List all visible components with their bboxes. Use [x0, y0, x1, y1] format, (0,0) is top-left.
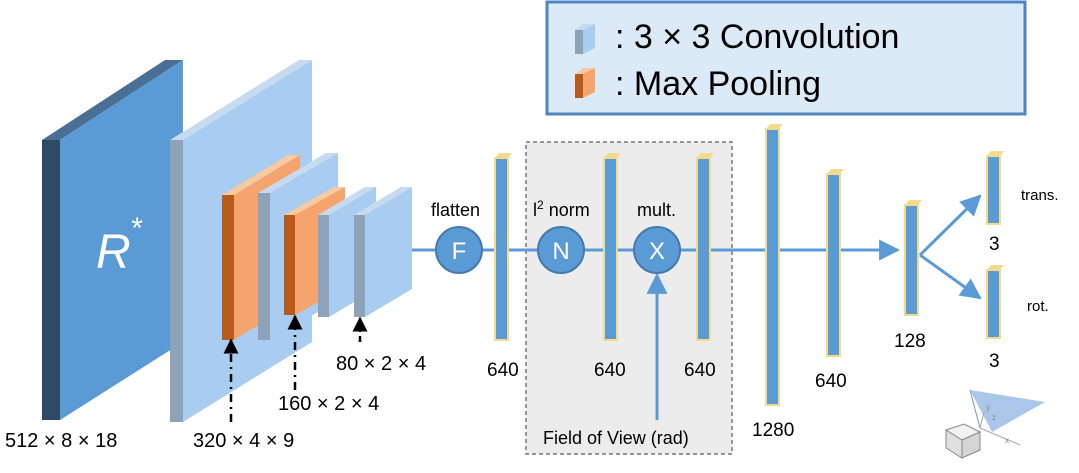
rot-label: rot.	[1027, 298, 1049, 315]
dims-320-label: 320 × 4 × 9	[193, 430, 294, 452]
vector-640-d-label: 640	[815, 371, 847, 392]
dims-160-label: 160 × 2 × 4	[278, 393, 379, 415]
vector-128-label: 128	[894, 331, 926, 352]
vector-640-d	[826, 169, 844, 357]
legend-conv-label: : 3 × 3 Convolution	[615, 18, 899, 56]
camera-axis-z: z	[992, 413, 996, 422]
vector-640-a-label: 640	[487, 360, 519, 381]
norm-node-letter: N	[552, 238, 569, 265]
conv-slab-4	[354, 187, 412, 317]
legend-pool-label: : Max Pooling	[615, 65, 821, 103]
legend-conv-icon	[575, 24, 595, 54]
vector-640-c-label: 640	[684, 360, 716, 381]
legend-box	[545, 0, 1027, 116]
input-symbol: R	[96, 226, 131, 279]
vector-1280-label: 1280	[752, 420, 794, 441]
vector-rot	[986, 265, 1004, 339]
mult-caption: mult.	[637, 200, 676, 220]
input-dims-label: 512 × 8 × 18	[5, 430, 117, 452]
branch-arrow-trans	[918, 194, 982, 257]
vector-1280	[765, 124, 783, 406]
input-block: R *	[42, 60, 183, 420]
trans-label: trans.	[1021, 187, 1059, 204]
norm-caption-prefix: l	[533, 200, 537, 220]
dims-80-label: 80 × 2 × 4	[336, 353, 426, 375]
vector-640-b	[603, 153, 621, 341]
flatten-node-letter: F	[452, 238, 467, 265]
legend: : 3 × 3 Convolution : Max Pooling	[545, 0, 1027, 116]
flatten-node: F	[435, 226, 483, 274]
flatten-caption: flatten	[431, 200, 480, 220]
vector-640-c	[696, 153, 714, 341]
norm-caption-sup: 2	[537, 198, 544, 212]
mult-node-letter: X	[649, 238, 665, 265]
norm-caption-suffix: norm	[544, 200, 590, 220]
vector-trans	[986, 151, 1004, 225]
legend-pool-icon	[575, 68, 595, 98]
camera-axis-y: y	[986, 403, 990, 412]
fov-label: Field of View (rad)	[543, 428, 689, 448]
norm-node: N	[537, 226, 585, 274]
rot-size-label: 3	[989, 351, 1000, 372]
camera-frustum-icon: x y z	[944, 389, 1045, 459]
vector-640-b-label: 640	[594, 360, 626, 381]
norm-caption: l2 norm	[533, 198, 590, 220]
camera-axis-x: x	[1005, 436, 1009, 445]
trans-size-label: 3	[989, 234, 1000, 255]
mult-node: X	[633, 226, 681, 274]
vector-640-a	[494, 153, 512, 341]
branch-arrow-rot	[919, 253, 982, 300]
vector-128	[904, 200, 922, 316]
input-superscript: *	[130, 212, 143, 245]
